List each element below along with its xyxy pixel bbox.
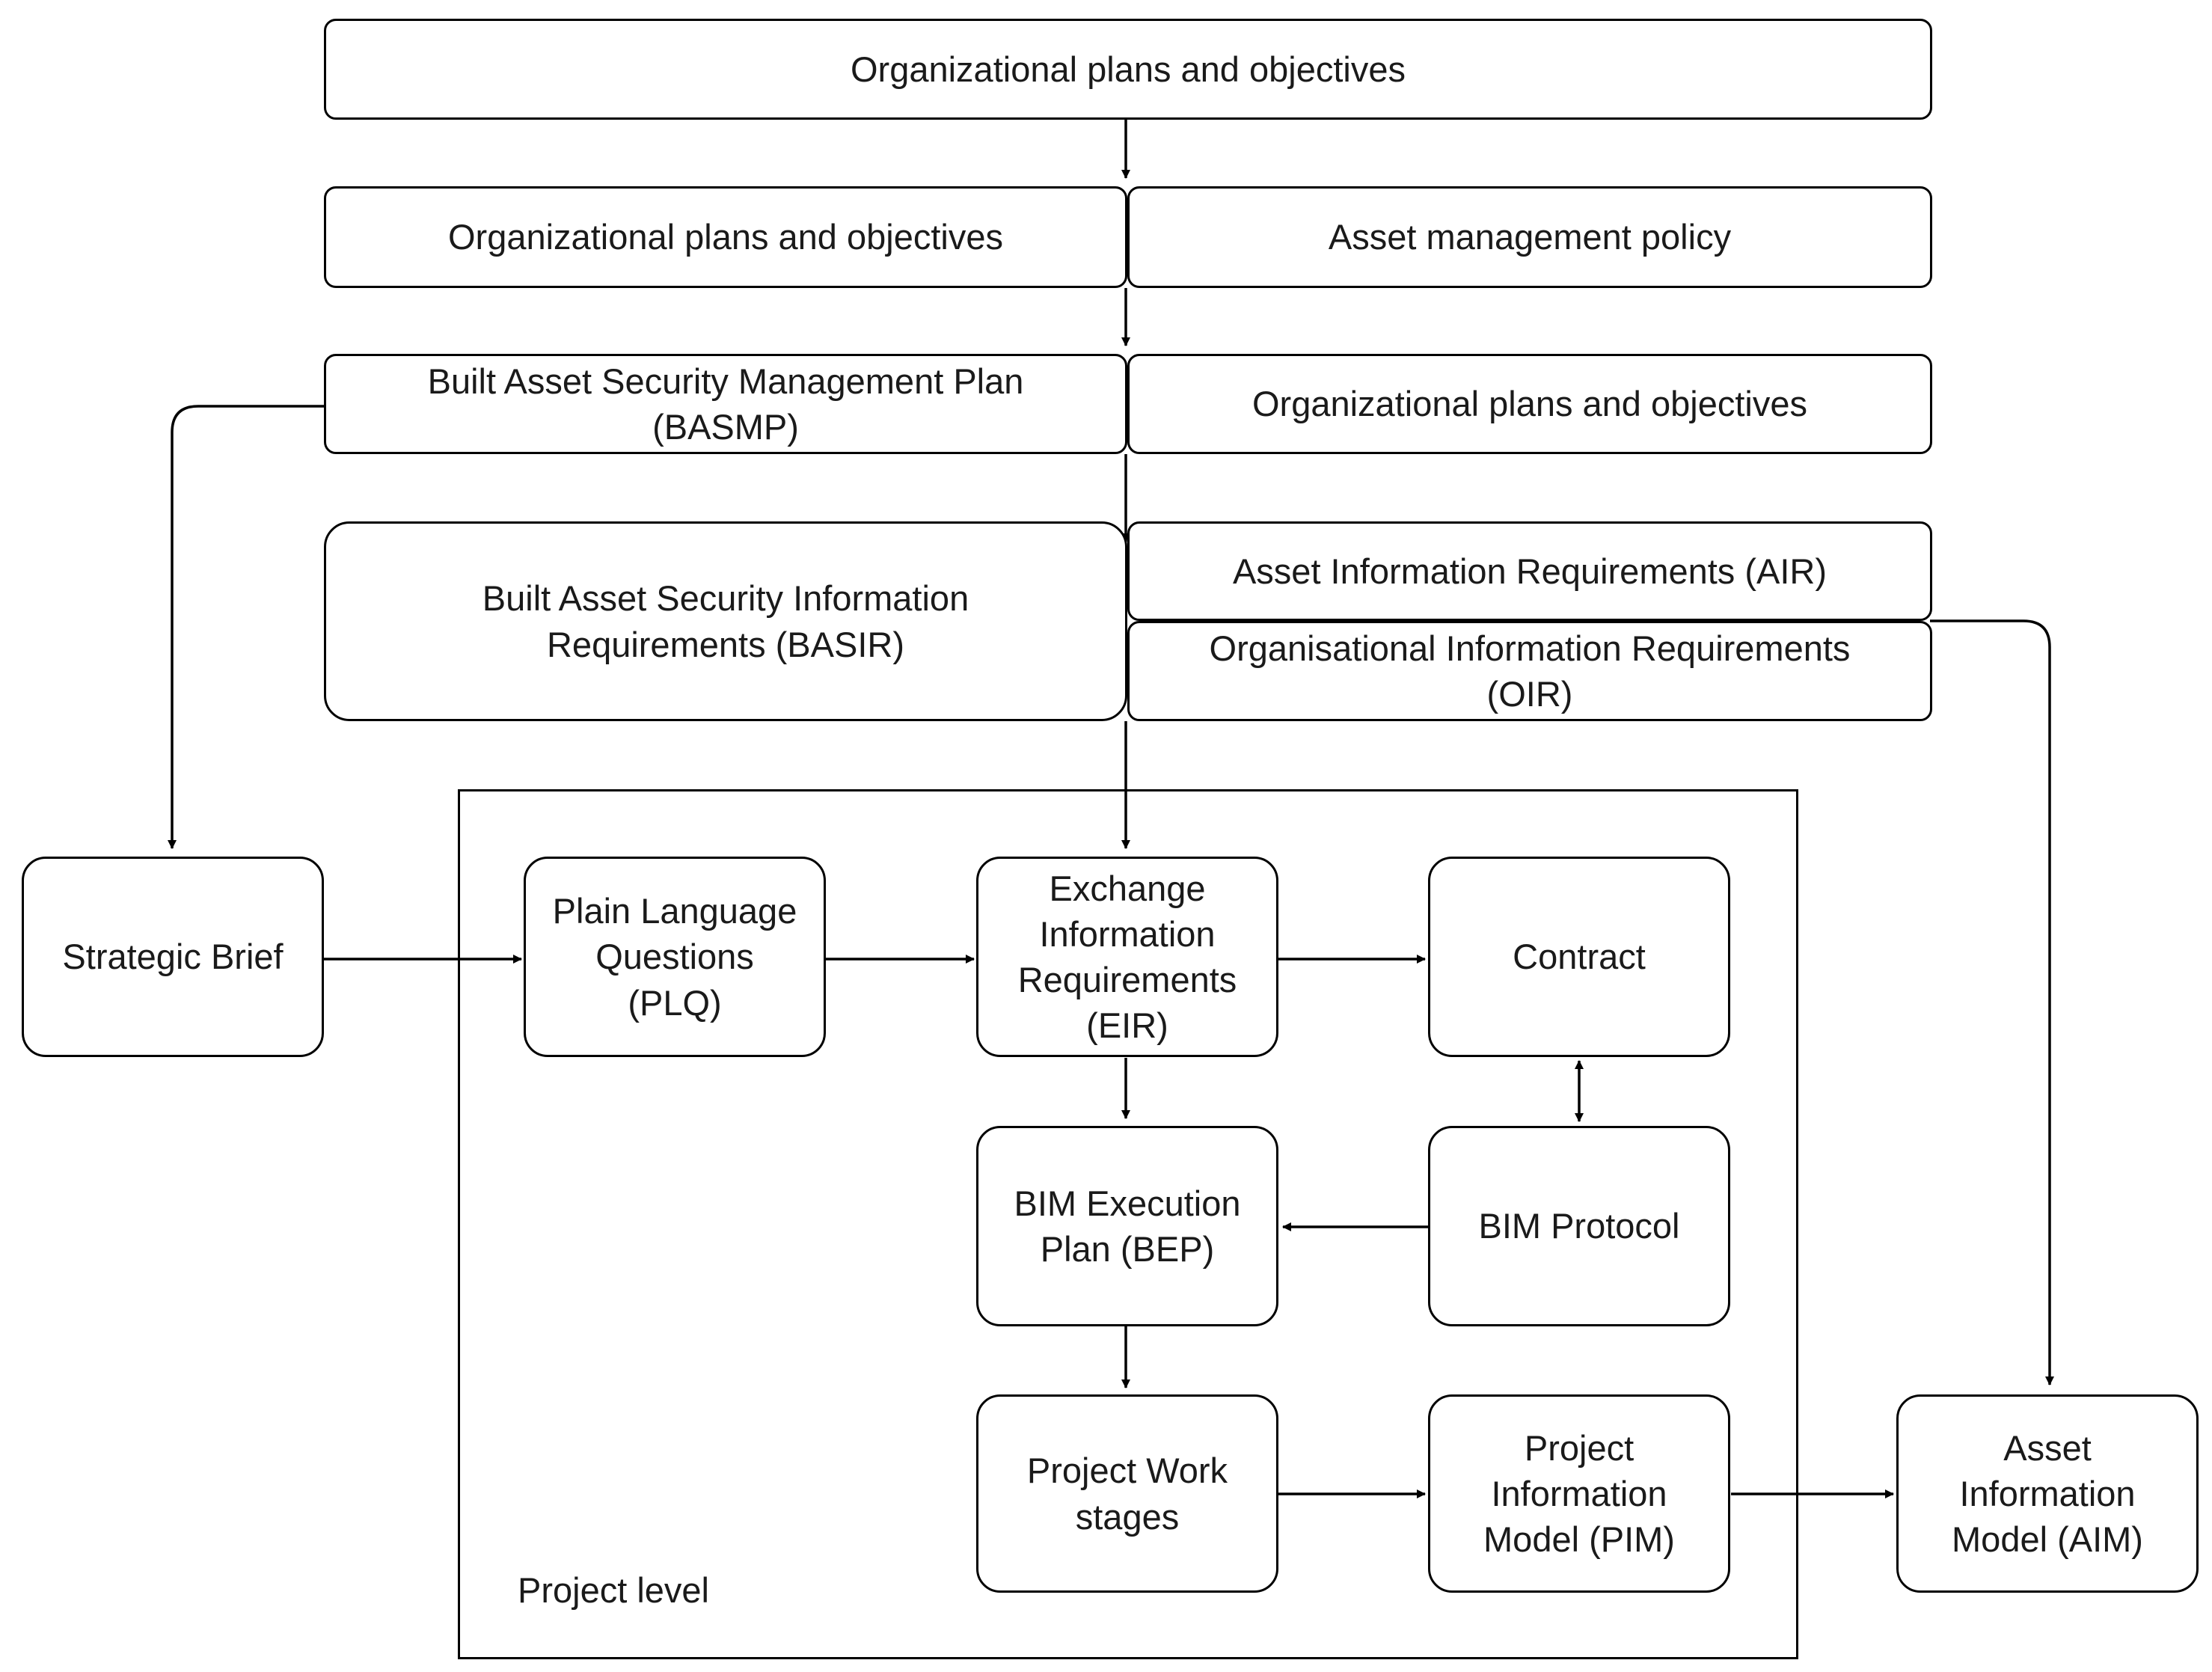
contract-label: Contract bbox=[1513, 937, 1646, 977]
arrow-air-to-aim bbox=[1930, 619, 2054, 1385]
org-plans-row2-box: Organizational plans and objectives bbox=[324, 186, 1127, 288]
aim-box: Asset Information Model (AIM) bbox=[1896, 1394, 2199, 1593]
plq-label: Plain Language Questions (PLQ) bbox=[552, 891, 797, 1023]
basmp-box: Built Asset Security Management Plan (BA… bbox=[324, 354, 1127, 454]
org-plans-top-box: Organizational plans and objectives bbox=[324, 19, 1932, 120]
pim-label: Project Information Model (PIM) bbox=[1483, 1427, 1675, 1560]
org-plans-row2-label: Organizational plans and objectives bbox=[447, 217, 1004, 257]
bep-box: BIM Execution Plan (BEP) bbox=[976, 1126, 1278, 1326]
eir-box: Exchange Information Requirements (EIR) bbox=[976, 857, 1278, 1057]
bim-protocol-box: BIM Protocol bbox=[1428, 1126, 1730, 1326]
contract-box: Contract bbox=[1428, 857, 1730, 1057]
org-plans-top-label: Organizational plans and objectives bbox=[850, 49, 1406, 89]
basir-box: Built Asset Security Information Require… bbox=[324, 521, 1127, 721]
basmp-label: Built Asset Security Management Plan (BA… bbox=[427, 361, 1024, 447]
project-work-stages-label: Project Work stages bbox=[1026, 1451, 1228, 1537]
asset-management-policy-box: Asset management policy bbox=[1127, 186, 1932, 288]
oir-box: Organisational Information Requirements … bbox=[1127, 621, 1932, 721]
strategic-brief-label: Strategic Brief bbox=[62, 937, 284, 977]
strategic-brief-box: Strategic Brief bbox=[22, 857, 324, 1057]
org-plans-row3-box: Organizational plans and objectives bbox=[1127, 354, 1932, 454]
air-label: Asset Information Requirements (AIR) bbox=[1232, 551, 1827, 591]
project-level-label: Project level bbox=[518, 1570, 709, 1610]
bep-label: BIM Execution Plan (BEP) bbox=[1014, 1183, 1241, 1269]
plq-box: Plain Language Questions (PLQ) bbox=[524, 857, 826, 1057]
pim-box: Project Information Model (PIM) bbox=[1428, 1394, 1730, 1593]
project-work-stages-box: Project Work stages bbox=[976, 1394, 1278, 1593]
project-level-container bbox=[458, 789, 1798, 1659]
bim-protocol-label: BIM Protocol bbox=[1478, 1206, 1680, 1246]
eir-label: Exchange Information Requirements (EIR) bbox=[1017, 868, 1237, 1046]
air-box: Asset Information Requirements (AIR) bbox=[1127, 521, 1932, 621]
org-plans-row3-label: Organizational plans and objectives bbox=[1251, 384, 1808, 424]
oir-label: Organisational Information Requirements … bbox=[1209, 628, 1851, 714]
aim-label: Asset Information Model (AIM) bbox=[1952, 1427, 2143, 1560]
asset-management-policy-label: Asset management policy bbox=[1328, 217, 1732, 257]
basir-label: Built Asset Security Information Require… bbox=[482, 578, 969, 664]
arrow-basmp-to-strategic-brief bbox=[168, 405, 325, 849]
